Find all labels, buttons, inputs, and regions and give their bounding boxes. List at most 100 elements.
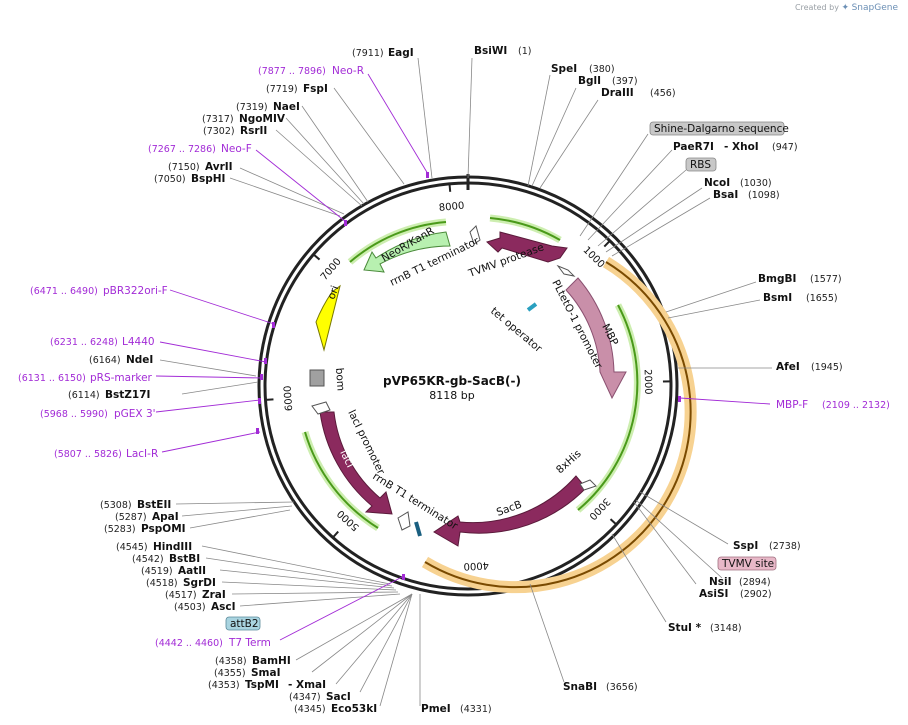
feature-neor-kanr[interactable] [363, 231, 451, 273]
site-naei[interactable]: NaeI [273, 101, 300, 113]
site-ncoi[interactable]: NcoI [704, 177, 730, 189]
feature-sacb[interactable] [433, 475, 587, 547]
site-saci[interactable]: SacI [326, 691, 351, 703]
tick-mark-3000 [609, 518, 618, 526]
site-aatii[interactable]: AatII [178, 565, 206, 577]
site-pspomi[interactable]: PspOMI [141, 523, 186, 535]
snapgene-logo-icon: ✦ [841, 3, 850, 13]
orange-arc [424, 261, 692, 589]
site-bsphi-pos: (7050) [154, 174, 186, 185]
site-rsrii[interactable]: RsrII [240, 125, 267, 137]
site-afei[interactable]: AfeI [776, 361, 800, 373]
site-avrii[interactable]: AvrII [205, 161, 233, 173]
primer-pgex3[interactable]: pGEX 3' [114, 408, 156, 420]
primer-mbp-f-pos: (2109 .. 2132) [822, 400, 890, 411]
site-draiii[interactable]: DraIII [601, 87, 634, 99]
site-hindiii[interactable]: HindIII [153, 541, 192, 553]
site-bsai[interactable]: BsaI [713, 189, 738, 201]
site-snabi[interactable]: SnaBI [563, 681, 597, 693]
feature-laci-promoter-marker[interactable] [311, 401, 331, 415]
site-snabi-pos: (3656) [606, 682, 638, 693]
site-bsiwi[interactable]: BsiWI [474, 45, 507, 57]
shine-dalgarno-label[interactable]: Shine-Dalgarno sequence [654, 123, 789, 135]
site-bstz17i[interactable]: BstZ17I [105, 389, 150, 401]
rbs-label[interactable]: RBS [690, 159, 711, 171]
tick-label-1000: 1000 [581, 245, 607, 271]
tvmv-site-box [717, 556, 777, 571]
site-afei-pos: (1945) [811, 362, 843, 373]
site-bsphi[interactable]: BspHI [191, 173, 225, 185]
site-asci[interactable]: AscI [211, 601, 236, 613]
site-ngomiv[interactable]: NgoMIV [239, 113, 286, 125]
feature-rbs-mark[interactable] [556, 264, 576, 277]
site-xmai[interactable]: - XmaI [288, 679, 326, 691]
credit-brand: SnapGene [851, 3, 898, 13]
site-fspi[interactable]: FspI [303, 83, 328, 95]
site-eagi[interactable]: EagI [388, 47, 414, 59]
feature-laci[interactable] [319, 411, 393, 515]
site-aatii-pos: (4519) [141, 566, 173, 577]
site-smai[interactable]: SmaI [251, 667, 281, 679]
primer-pbr322ori-f[interactable]: pBR322ori-F [103, 285, 168, 297]
primer-mbp-f[interactable]: MBP-F [776, 399, 808, 411]
feature-tet-operator[interactable] [526, 302, 538, 312]
attb2-label[interactable]: attB2 [230, 618, 259, 630]
primer-l4440-pos: (6231 .. 6248) [50, 337, 118, 348]
site-bsmi[interactable]: BsmI [763, 292, 792, 304]
primer-laci-r[interactable]: LacI-R [126, 448, 158, 460]
feature-8xhis[interactable] [579, 479, 597, 491]
plasmid-size: 8118 bp [429, 389, 474, 402]
site-eco53ki[interactable]: Eco53kI [331, 703, 377, 715]
primer-prs-marker[interactable]: pRS-marker [90, 372, 153, 384]
site-ncoi-pos: (1030) [740, 178, 772, 189]
site-nsii-pos: (2894) [739, 577, 771, 588]
site-pspomi-pos: (5283) [104, 524, 136, 535]
site-xhoi[interactable]: - XhoI [724, 141, 759, 153]
green-arc-top [489, 217, 561, 241]
site-bgli[interactable]: BglI [578, 75, 601, 87]
site-tspmi[interactable]: TspMI [245, 679, 279, 691]
feature-ori[interactable] [315, 284, 341, 352]
feature-mbp[interactable] [565, 277, 627, 400]
site-pmei[interactable]: PmeI [421, 703, 451, 715]
site-bmgbi[interactable]: BmgBI [758, 273, 796, 285]
feature-terminator-top[interactable] [469, 225, 481, 245]
primer-neo-f-pos: (7267 .. 7286) [148, 144, 216, 155]
primer-t7-term[interactable]: T7 Term [228, 637, 271, 649]
site-bstbi[interactable]: BstBI [169, 553, 200, 565]
feature-bom[interactable] [309, 369, 325, 387]
site-paer7i[interactable]: PaeR7I [673, 141, 714, 153]
site-bmgbi-pos: (1577) [810, 274, 842, 285]
site-nsii[interactable]: NsiI [709, 576, 732, 588]
site-ndei[interactable]: NdeI [126, 354, 153, 366]
label-ori: ori [326, 284, 342, 301]
site-draiii-pos: (456) [650, 88, 676, 99]
site-sspi[interactable]: SspI [733, 540, 758, 552]
primer-l4440[interactable]: L4440 [122, 336, 155, 348]
attb2-box [225, 616, 261, 631]
site-asisi[interactable]: AsiSI [699, 588, 728, 600]
site-ndei-pos: (6164) [89, 355, 121, 366]
site-labels-left: (4345) Eco53kI (4347) SacI (4353) TspMI … [68, 83, 377, 715]
feature-tvmv-protease[interactable] [486, 231, 568, 263]
site-stui-pos: (3148) [710, 623, 742, 634]
site-stui[interactable]: StuI * [668, 622, 702, 634]
site-bsteii[interactable]: BstEII [137, 499, 171, 511]
site-spei[interactable]: SpeI [551, 63, 577, 75]
site-bstbi-pos: (4542) [132, 554, 164, 565]
site-bamhi[interactable]: BamHI [252, 655, 291, 667]
primer-labels: (7877 .. 7896) Neo-R (7267 .. 7286) Neo-… [18, 65, 890, 649]
site-bsmi-pos: (1655) [806, 293, 838, 304]
feature-attb2-mark[interactable] [414, 521, 422, 537]
site-apai[interactable]: ApaI [152, 511, 179, 523]
tvmv-site-label[interactable]: TVMV site [721, 558, 774, 570]
primer-neo-f[interactable]: Neo-F [221, 143, 252, 155]
site-sgrdi[interactable]: SgrDI [183, 577, 216, 589]
site-zrai[interactable]: ZraI [202, 589, 226, 601]
label-tet-operator: tet operator [488, 305, 545, 355]
feature-terminator-bottom[interactable] [397, 511, 411, 531]
tick-label-6000: 6000 [283, 385, 296, 411]
site-eagi-pos: (7911) [352, 48, 384, 59]
primer-neo-r[interactable]: Neo-R [332, 65, 364, 77]
